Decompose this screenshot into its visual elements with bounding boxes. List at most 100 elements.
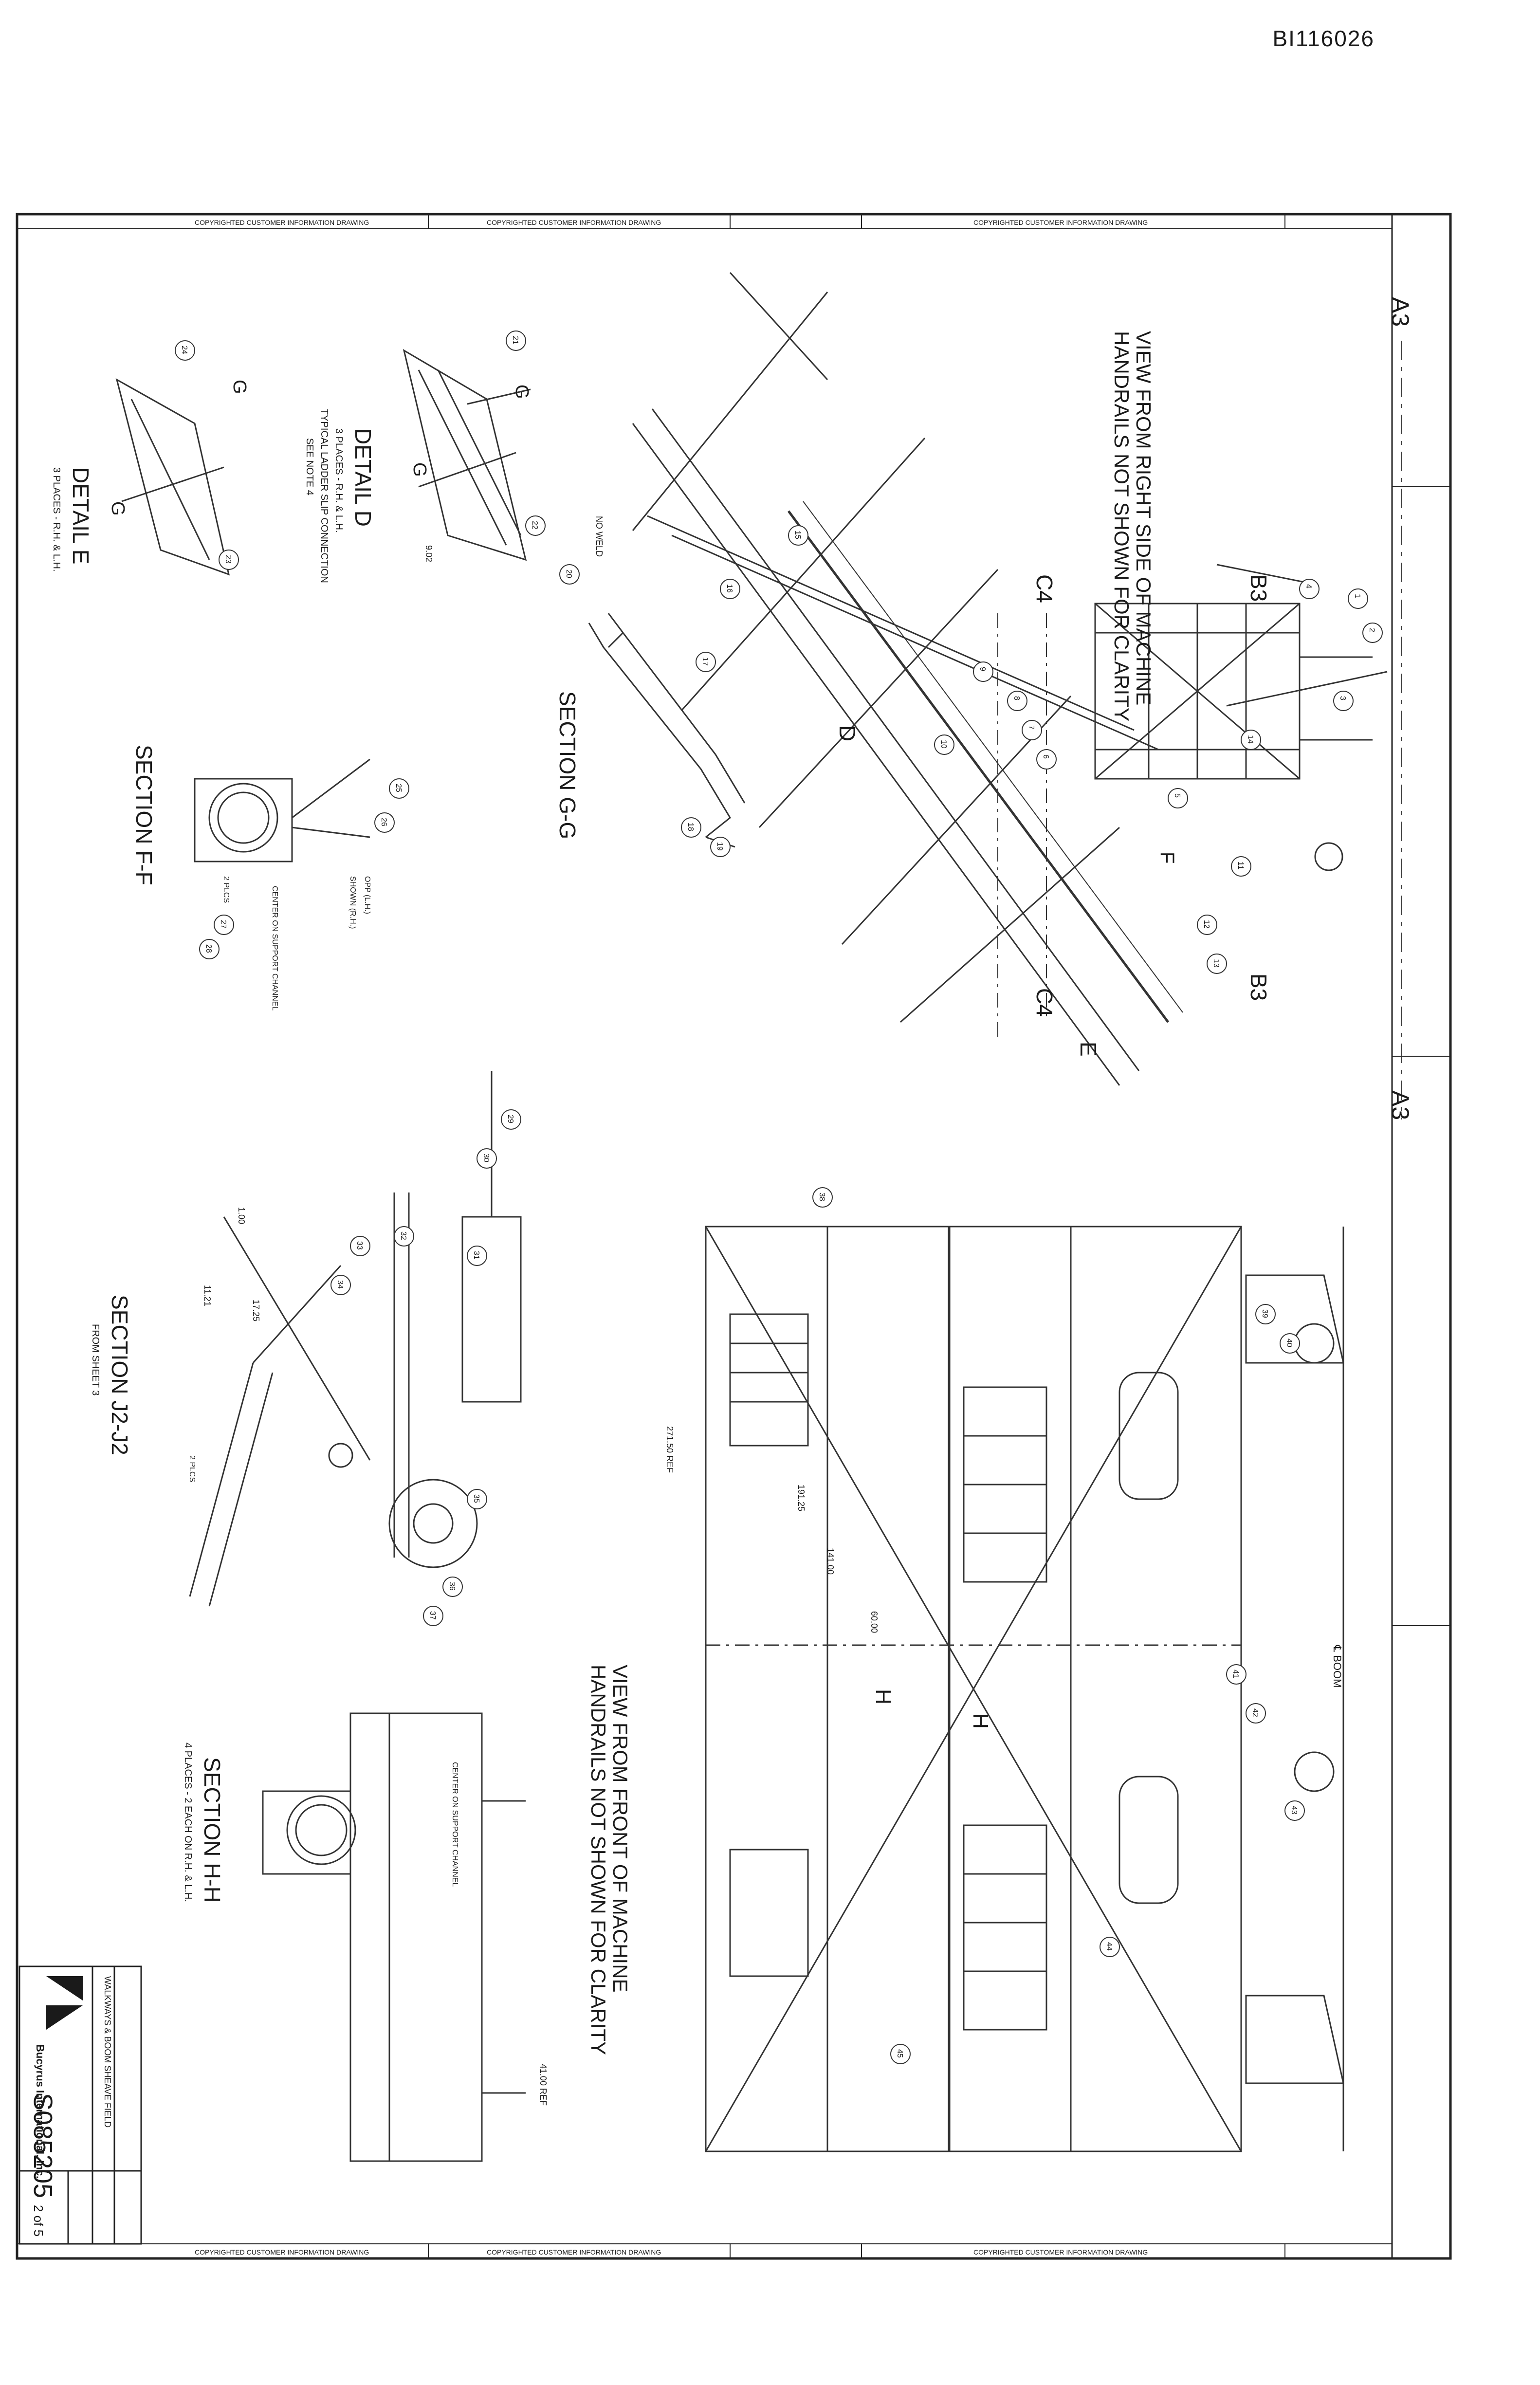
balloon-label: 8 xyxy=(1012,696,1021,700)
item-balloon-45: 45 xyxy=(890,2044,911,2064)
cut-label-g-4: G xyxy=(108,501,128,516)
balloon-label: 33 xyxy=(355,1241,364,1250)
balloon-label: 41 xyxy=(1231,1670,1240,1678)
note-center-on-channel: CENTER ON SUPPORT CHANNEL xyxy=(451,1762,459,1887)
note-center-on-support: CENTER ON SUPPORT CHANNEL xyxy=(271,886,279,1010)
section-gg-drawing xyxy=(588,613,746,848)
note-2-plcs-j2: 2 PLCS xyxy=(188,1455,196,1482)
balloon-circle xyxy=(1362,623,1383,643)
item-balloon-31: 31 xyxy=(467,1246,487,1266)
detail-d-sub1: 3 PLACES - R.H. & L.H. xyxy=(333,428,344,533)
balloon-label: 5 xyxy=(1173,793,1181,798)
balloon-circle xyxy=(1197,915,1217,935)
balloon-circle xyxy=(199,939,220,959)
drawing-number: S085205 xyxy=(28,2093,57,2198)
balloon-circle xyxy=(1036,749,1057,770)
item-balloon-20: 20 xyxy=(559,564,580,585)
balloon-circle xyxy=(1231,856,1251,877)
border-banner-bottom-right: COPYRIGHTED CUSTOMER INFORMATION DRAWING xyxy=(973,2248,1148,2256)
balloon-label: 39 xyxy=(1261,1309,1269,1318)
balloon-circle xyxy=(1241,730,1261,750)
item-balloon-19: 19 xyxy=(710,837,731,857)
border-banner-bottom-mid: COPYRIGHTED CUSTOMER INFORMATION DRAWING xyxy=(487,2248,661,2256)
balloon-label: 45 xyxy=(896,2049,904,2058)
balloon-label: 35 xyxy=(472,1494,480,1503)
balloon-label: 42 xyxy=(1251,1708,1259,1717)
item-balloon-12: 12 xyxy=(1197,915,1217,935)
border-banner-top-right: COPYRIGHTED CUSTOMER INFORMATION DRAWING xyxy=(973,219,1148,226)
dim-d4: 271.50 REF xyxy=(665,1426,675,1473)
balloon-circle xyxy=(506,330,526,351)
item-balloon-17: 17 xyxy=(696,652,716,672)
balloon-label: 37 xyxy=(428,1611,437,1620)
balloon-label: 36 xyxy=(448,1582,456,1591)
balloon-circle xyxy=(467,1489,487,1509)
balloon-label: 30 xyxy=(482,1154,490,1162)
item-balloon-6: 6 xyxy=(1036,749,1057,770)
detail-e-sub1: 3 PLACES - R.H. & L.H. xyxy=(51,467,62,572)
item-balloon-4: 4 xyxy=(1299,579,1320,599)
balloon-circle xyxy=(175,340,195,361)
cut-label-g-1: G xyxy=(512,385,532,399)
balloon-circle xyxy=(710,837,731,857)
right-side-view-title: VIEW FROM RIGHT SIDE OF MACHINE xyxy=(1132,331,1155,705)
item-balloon-16: 16 xyxy=(720,579,740,599)
balloon-label: 9 xyxy=(978,667,987,671)
section-hh-title: SECTION H-H xyxy=(200,1757,225,1903)
sheet-number: 2 of 5 xyxy=(31,2205,46,2237)
item-balloon-27: 27 xyxy=(214,915,234,935)
balloon-circle xyxy=(1100,1937,1120,1957)
item-balloon-41: 41 xyxy=(1226,1664,1247,1685)
balloon-circle xyxy=(559,564,580,585)
balloon-circle xyxy=(1007,691,1027,711)
balloon-circle xyxy=(525,515,546,536)
note-no-weld: NO WELD xyxy=(594,516,604,557)
cut-label-b3-top: B3 xyxy=(1246,574,1271,602)
balloon-label: 1 xyxy=(1353,594,1361,598)
company-name: Bucyrus International, Inc. xyxy=(34,2044,46,2179)
balloon-label: 43 xyxy=(1290,1806,1298,1815)
balloon-circle xyxy=(890,2044,911,2064)
detail-d-title: DETAIL D xyxy=(350,428,376,527)
balloon-circle xyxy=(720,579,740,599)
item-balloon-22: 22 xyxy=(525,515,546,536)
item-balloon-21: 21 xyxy=(506,330,526,351)
title-block xyxy=(18,1965,142,2245)
balloon-label: 4 xyxy=(1304,584,1313,588)
right-side-view-labels: VIEW FROM RIGHT SIDE OF MACHINE HANDRAIL… xyxy=(835,297,1414,1120)
balloon-label: 44 xyxy=(1105,1942,1113,1951)
balloon-circle xyxy=(1168,788,1188,808)
balloon-circle xyxy=(1299,579,1320,599)
balloon-label: 13 xyxy=(1212,959,1220,968)
section-hh-sub1: 4 PLACES - 2 EACH ON R.H. & L.H. xyxy=(183,1743,193,1902)
item-balloon-11: 11 xyxy=(1231,856,1251,877)
item-balloon-37: 37 xyxy=(423,1606,443,1626)
item-balloon-42: 42 xyxy=(1246,1703,1266,1724)
item-balloon-43: 43 xyxy=(1284,1800,1305,1821)
border-banner-top-left: COPYRIGHTED CUSTOMER INFORMATION DRAWING xyxy=(195,219,369,226)
balloon-circle xyxy=(350,1236,370,1256)
balloon-circle xyxy=(681,817,701,838)
item-balloon-2: 2 xyxy=(1362,623,1383,643)
dim-d2: 141.00 xyxy=(825,1548,835,1575)
item-balloon-24: 24 xyxy=(175,340,195,361)
balloon-label: 2 xyxy=(1368,628,1376,632)
balloon-circle xyxy=(696,652,716,672)
item-balloon-13: 13 xyxy=(1207,954,1227,974)
balloon-circle xyxy=(1255,1304,1276,1324)
balloon-circle xyxy=(467,1246,487,1266)
note-opp-lh: OPP (L.H.) xyxy=(363,876,371,914)
dim-d7: 17.25 xyxy=(251,1300,261,1321)
balloon-label: 29 xyxy=(506,1115,514,1123)
balloon-label: 14 xyxy=(1246,735,1254,744)
item-balloon-32: 32 xyxy=(394,1226,414,1247)
balloon-circle xyxy=(1333,691,1354,711)
section-ff-title: SECTION F-F xyxy=(131,745,157,885)
detail-d-drawing xyxy=(403,349,531,561)
front-view-note: HANDRAILS NOT SHOWN FOR CLARITY xyxy=(587,1665,610,2055)
section-gg-title: SECTION G-G xyxy=(555,691,580,839)
balloon-circle xyxy=(1226,1664,1247,1685)
cut-label-b3-bottom: B3 xyxy=(1246,973,1271,1001)
balloon-label: 6 xyxy=(1042,754,1050,759)
balloon-circle xyxy=(423,1606,443,1626)
